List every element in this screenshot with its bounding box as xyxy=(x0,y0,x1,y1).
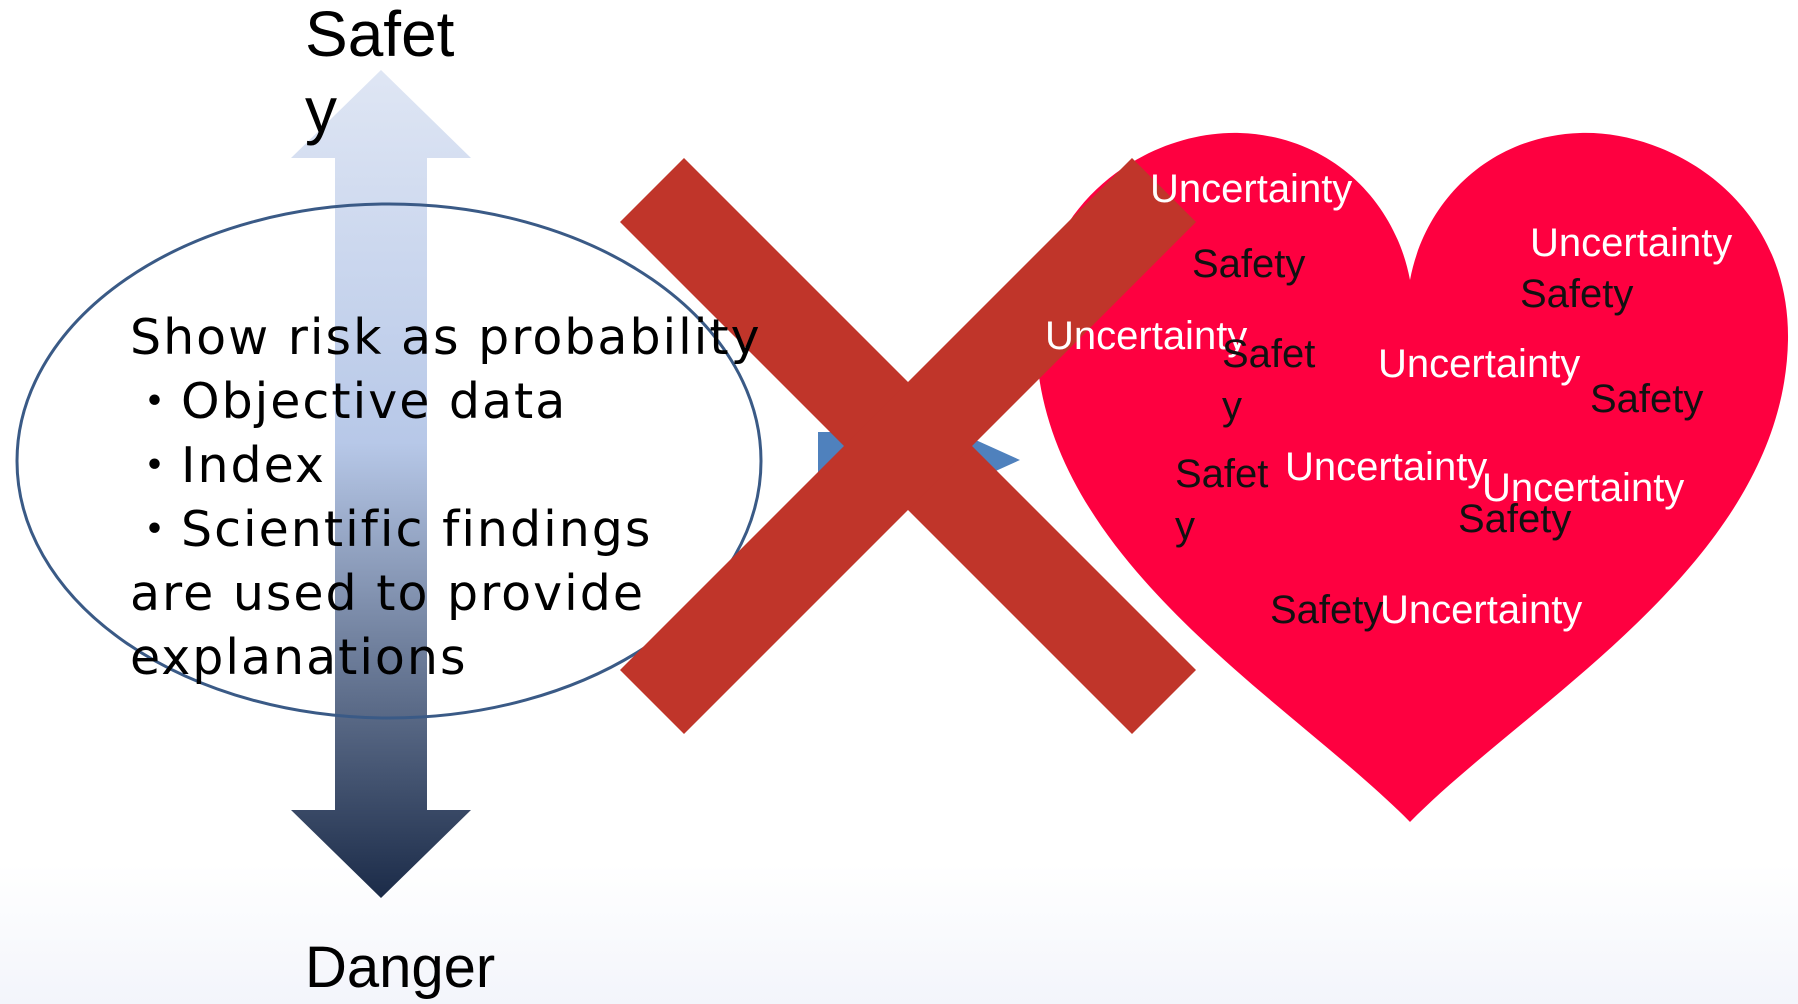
safety-danger-double-arrow xyxy=(291,70,471,898)
heart-word-safety: Safety xyxy=(1520,272,1634,316)
heart-word-safety: Safety xyxy=(1458,497,1572,541)
ellipse-line-explanations: explanations xyxy=(130,629,468,686)
rejection-cross xyxy=(620,158,1196,734)
heart-word-safety: Safety xyxy=(1175,452,1269,548)
safety-scale-label: Safety xyxy=(305,0,455,146)
heart-word-safety: Safety xyxy=(1222,332,1316,428)
ellipse-text-block: Show risk as probability ・Objective data… xyxy=(130,306,760,690)
heart-word-uncertainty: Uncertainty xyxy=(1482,466,1685,510)
ellipse-bullet-index: ・Index xyxy=(130,437,326,494)
ellipse-bullet-scientific-findings: ・Scientific findings xyxy=(130,501,653,558)
heart-word-safety: Safety xyxy=(1270,588,1384,632)
danger-scale-label: Danger xyxy=(305,935,496,1000)
heart-word-uncertainty: Uncertainty xyxy=(1045,314,1248,358)
heart-word-uncertainty: Uncertainty xyxy=(1530,221,1733,265)
ellipse-heading: Show risk as probability xyxy=(130,309,762,366)
emotion-heart xyxy=(1035,132,1789,823)
ellipse-bullet-objective-data: ・Objective data xyxy=(130,373,568,430)
probability-ellipse xyxy=(15,202,763,720)
heart-word-uncertainty: Uncertainty xyxy=(1150,167,1353,211)
heart-word-uncertainty: Uncertainty xyxy=(1380,588,1583,632)
ellipse-line-provide: are used to provide xyxy=(130,565,646,622)
heart-word-uncertainty: Uncertainty xyxy=(1285,445,1488,489)
heart-word-safety: Safety xyxy=(1192,242,1306,286)
heart-word-uncertainty: Uncertainty xyxy=(1378,342,1581,386)
heart-word-safety: Safety xyxy=(1590,377,1704,421)
